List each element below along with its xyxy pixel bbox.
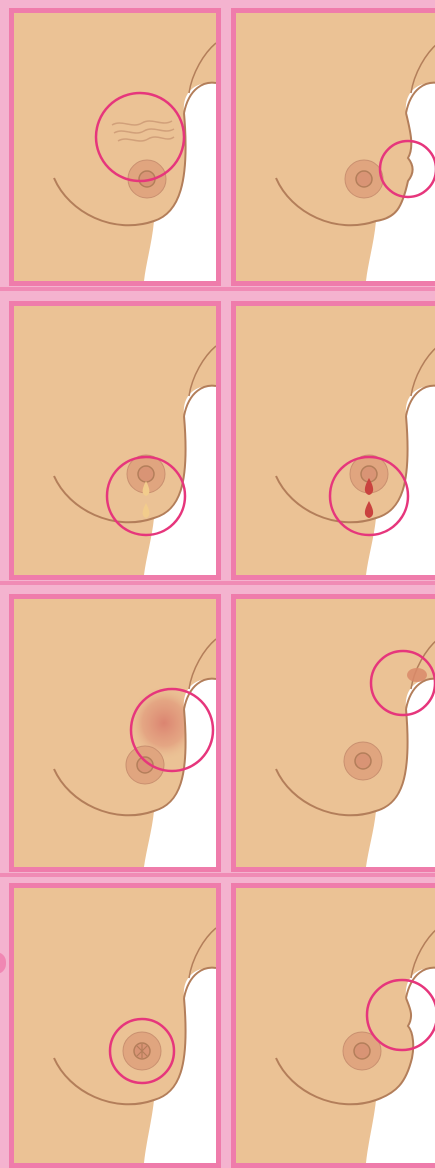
breast-illustration xyxy=(236,888,435,1163)
panel-contour-change xyxy=(231,8,435,286)
panel-redness-swelling xyxy=(9,594,221,872)
wrinkle-line xyxy=(112,121,172,125)
breast-illustration xyxy=(14,306,216,575)
nipple xyxy=(356,171,372,187)
nipple xyxy=(138,466,154,482)
wrinkle-line xyxy=(114,129,174,133)
panel-lump-bulge xyxy=(231,883,435,1168)
panel-armpit-lump xyxy=(231,594,435,872)
breast-illustration xyxy=(236,13,435,281)
breast-illustration xyxy=(14,599,216,867)
breast-outline xyxy=(276,709,408,815)
breast-illustration xyxy=(14,13,216,281)
side-cutout xyxy=(366,968,435,1163)
panel-skin-dimpling xyxy=(9,8,221,286)
breast-outline xyxy=(54,416,186,522)
underarm-spot xyxy=(407,668,427,682)
breast-illustration xyxy=(14,888,216,1163)
row-divider xyxy=(0,581,435,585)
nipple xyxy=(354,1043,370,1059)
breast-outline xyxy=(54,998,186,1104)
row-divider xyxy=(0,873,435,877)
breast-outline xyxy=(54,113,186,225)
breast-outline xyxy=(276,113,413,225)
panel-clear-discharge xyxy=(9,301,221,580)
panel-nipple-change xyxy=(9,883,221,1168)
wrinkle-line xyxy=(118,137,174,141)
row-divider xyxy=(0,287,435,291)
panel-bloody-discharge xyxy=(231,301,435,580)
nipple xyxy=(355,753,371,769)
breast-illustration xyxy=(236,306,435,575)
blood-drop xyxy=(365,501,373,518)
frame-edge-mark xyxy=(0,952,6,974)
breast-illustration xyxy=(236,599,435,867)
discharge-drop xyxy=(143,503,150,518)
